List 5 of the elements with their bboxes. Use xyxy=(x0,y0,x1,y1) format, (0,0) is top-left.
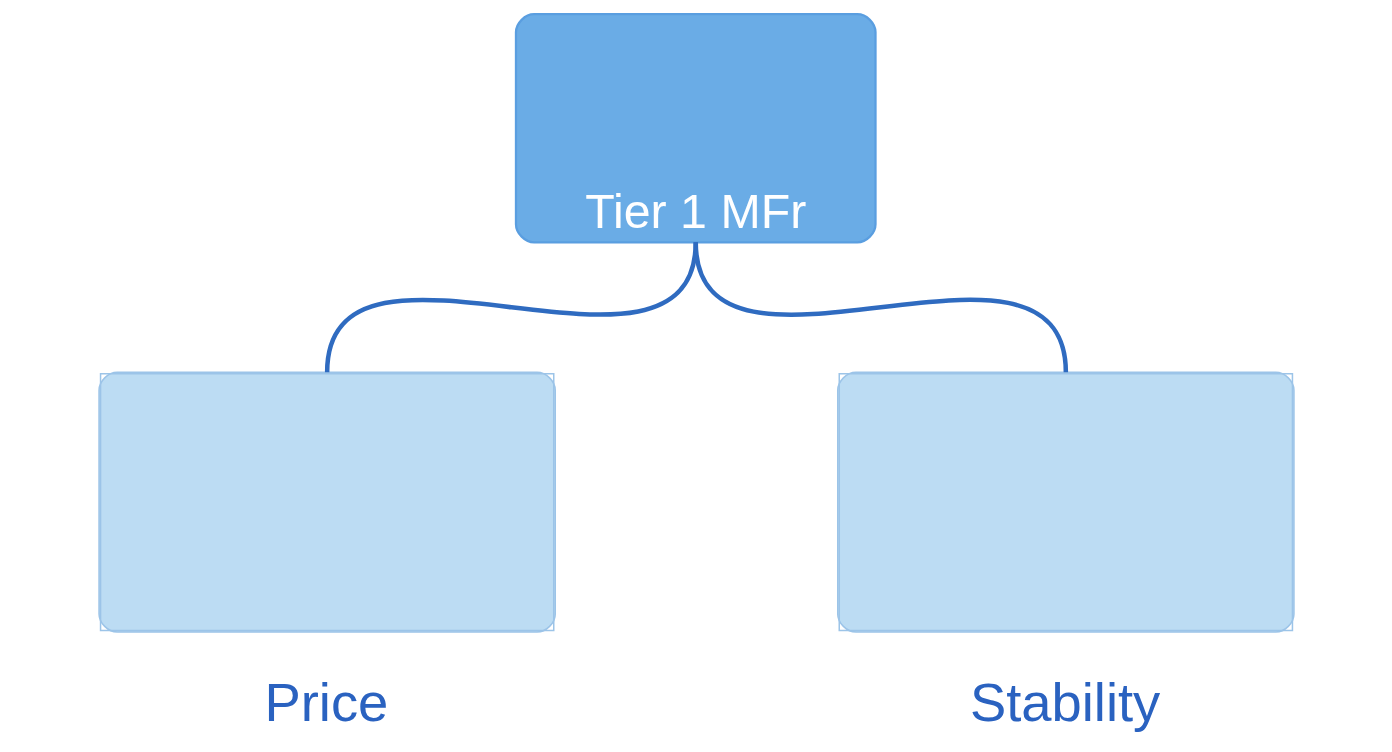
connector xyxy=(324,241,698,373)
node-label: Price xyxy=(263,671,388,733)
node-box: Tier 1 MFr xyxy=(514,13,877,244)
node-label: Stability xyxy=(969,671,1160,733)
connector xyxy=(693,241,1068,373)
